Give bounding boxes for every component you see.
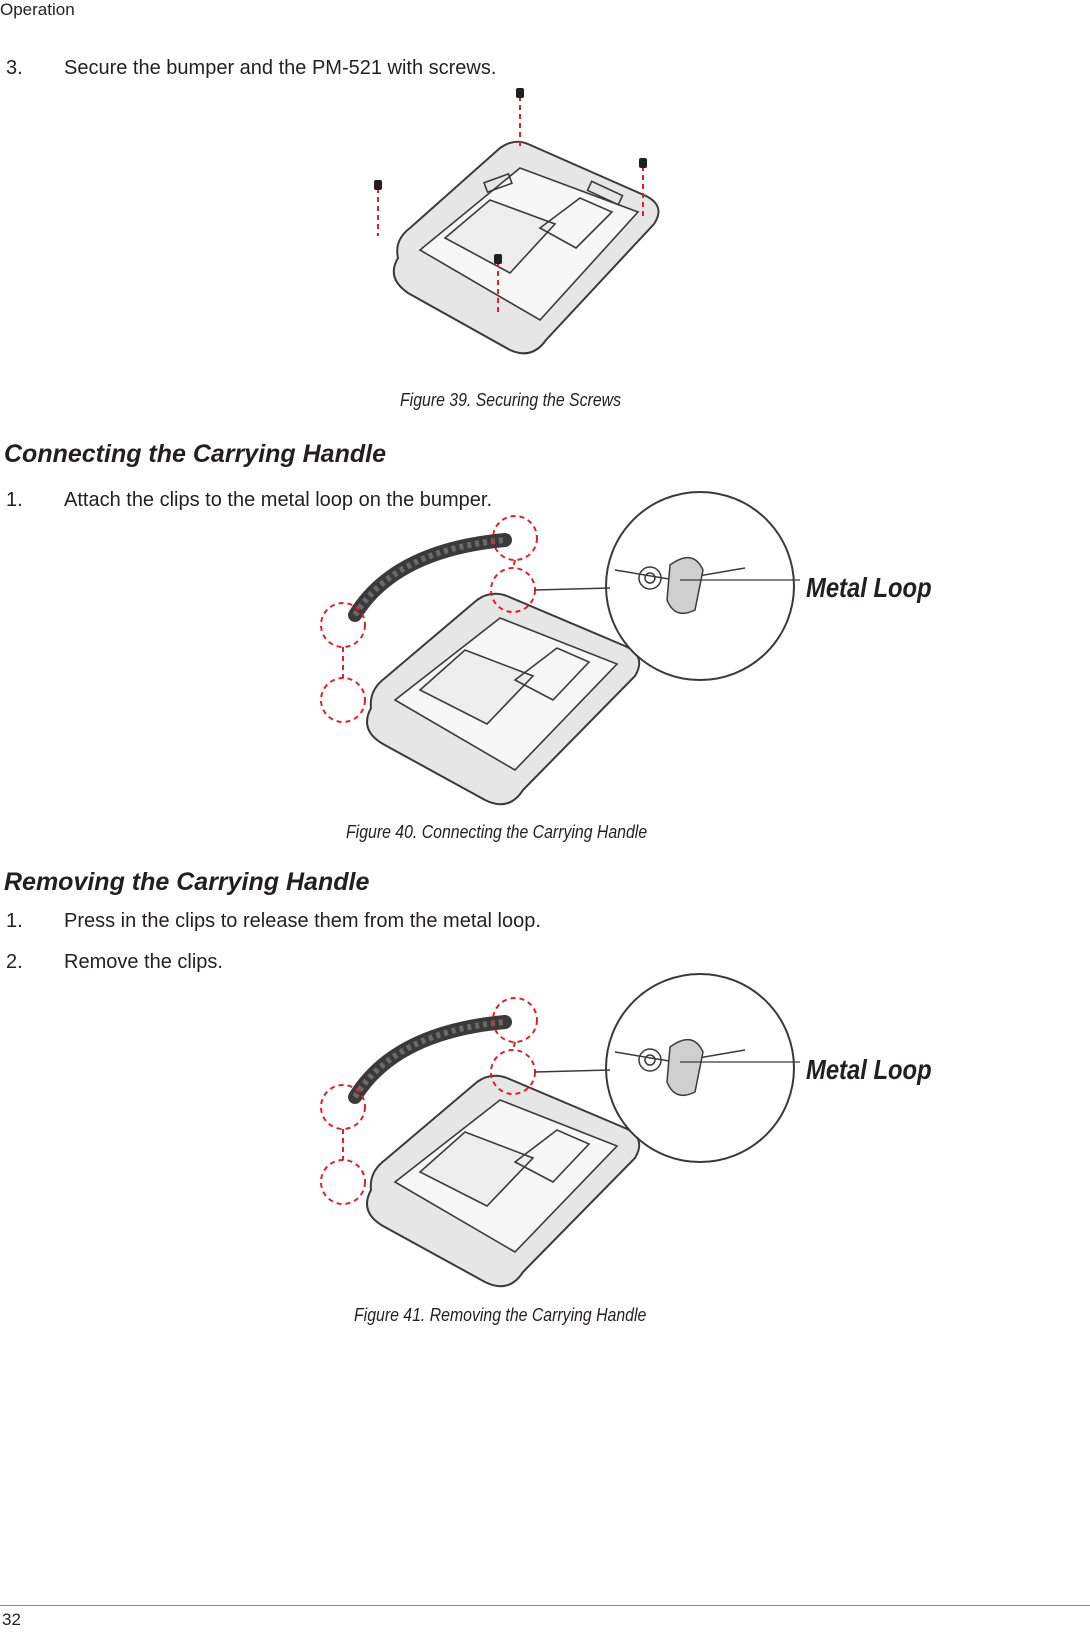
footer-divider (0, 1605, 1090, 1606)
figure-41-caption: Figure 41. Removing the Carrying Handle (354, 1305, 647, 1325)
remove-step-2: 2. Remove the clips. (6, 950, 706, 974)
figure-40-caption: Figure 40. Connecting the Carrying Handl… (346, 822, 648, 842)
figure-39-caption: Figure 39. Securing the Screws (400, 390, 621, 410)
remove-step-1: 1. Press in the clips to release them fr… (6, 909, 706, 933)
step-number: 3. (6, 57, 23, 79)
step-number: 1. (6, 489, 23, 511)
figure-39-illustration (374, 88, 660, 355)
metal-loop-callout: Metal Loop (806, 572, 932, 603)
section-heading-remove: Removing the Carrying Handle (4, 868, 370, 896)
figure-40-illustration (320, 491, 800, 806)
step-text: Attach the clips to the metal loop on th… (64, 489, 493, 511)
step-text: Remove the clips. (64, 951, 223, 973)
step-text: Press in the clips to release them from … (64, 910, 541, 932)
step-text: Secure the bumper and the PM-521 with sc… (64, 57, 497, 79)
metal-loop-callout-2: Metal Loop (806, 1054, 932, 1085)
step-3: 3. Secure the bumper and the PM-521 with… (6, 56, 706, 80)
connect-step-1: 1. Attach the clips to the metal loop on… (6, 488, 706, 512)
running-head: Operation (0, 0, 75, 19)
page-number: 32 (2, 1610, 21, 1629)
section-heading-connect: Connecting the Carrying Handle (4, 440, 386, 468)
step-number: 1. (6, 910, 23, 932)
step-number: 2. (6, 951, 23, 973)
figure-41-illustration (320, 973, 800, 1288)
